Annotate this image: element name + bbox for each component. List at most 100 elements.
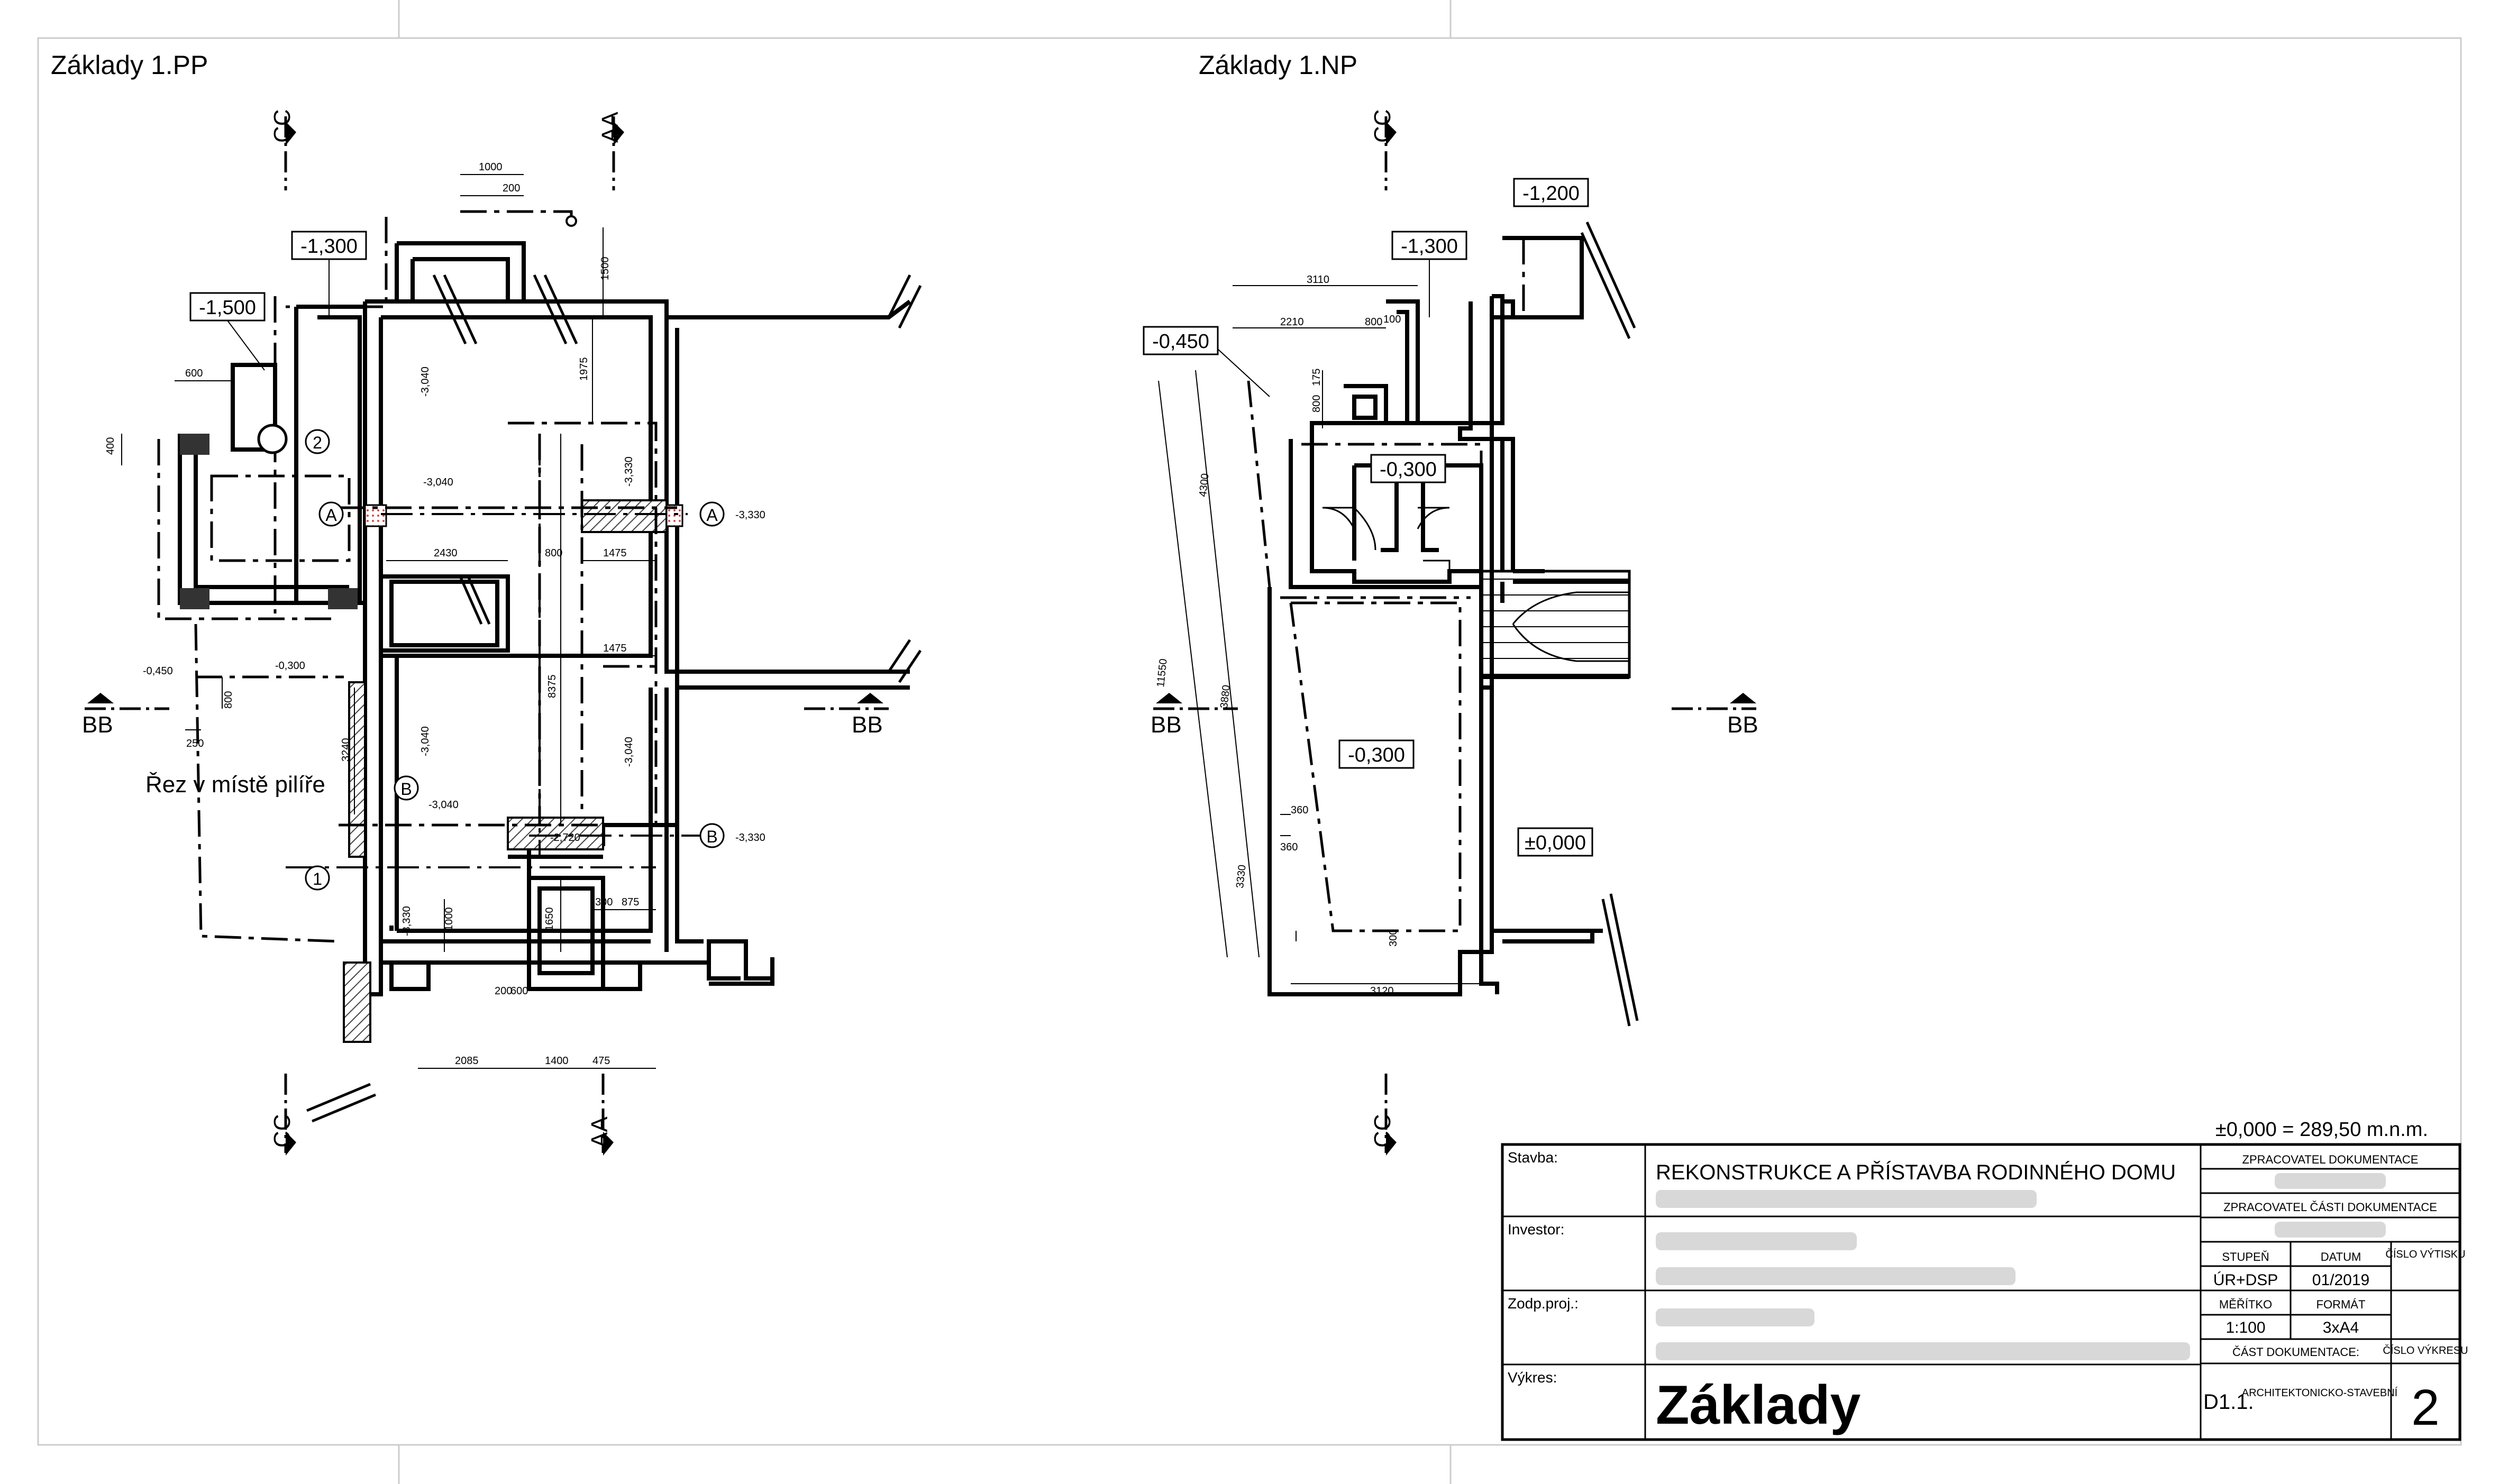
svg-text:300: 300 [595, 896, 613, 908]
axis-bubble-2: 2 [305, 429, 330, 454]
break-lines-right [1580, 221, 1639, 1027]
cislo-vykresu-label: ČÍSLO VÝKRESU [2383, 1344, 2468, 1357]
redacted-firm-part [2275, 1222, 2386, 1238]
redacted-address [1656, 1190, 2037, 1208]
svg-text:BB: BB [1151, 712, 1182, 738]
stupen-value: ÚR+DSP [2213, 1271, 2278, 1289]
plan-left-walls [178, 241, 911, 996]
section-mark-cc-bottom-right: CC [1370, 1074, 1397, 1156]
svg-text:CC: CC [1370, 109, 1396, 143]
pipe-circle [257, 424, 288, 454]
svg-text:CC: CC [269, 1114, 295, 1148]
svg-text:1400: 1400 [545, 1055, 569, 1067]
stavba-value: REKONSTRUKCE A PŘÍSTAVBA RODINNÉHO DOMU [1656, 1160, 2176, 1184]
svg-text:-3,040: -3,040 [623, 737, 635, 767]
section-mark-aa-top: AA [597, 112, 624, 190]
column-block [180, 588, 209, 609]
section-mark-cc-top-right: CC [1370, 109, 1397, 190]
level-label: -0,300 [1338, 739, 1415, 769]
svg-text:2: 2 [313, 433, 322, 452]
axis-bubble-b-left: B [394, 775, 419, 801]
cislo-vykresu-value: 2 [2411, 1379, 2439, 1436]
red-zone [364, 504, 387, 527]
svg-text:CC: CC [269, 109, 295, 143]
redacted-investor [1656, 1232, 1857, 1250]
svg-text:800: 800 [1311, 395, 1323, 413]
svg-text:3880: 3880 [1218, 684, 1233, 709]
level-label: -1,300 [291, 231, 367, 317]
dimension-lines-right [1158, 285, 1481, 984]
svg-text:-1,500: -1,500 [199, 297, 256, 319]
svg-text:1000: 1000 [443, 908, 455, 931]
svg-text:3110: 3110 [1307, 274, 1329, 286]
hatched-column [343, 961, 371, 1043]
svg-text:±0,000: ±0,000 [1525, 832, 1586, 854]
svg-text:CC: CC [1370, 1114, 1396, 1148]
svg-text:875: 875 [622, 896, 639, 908]
axis-lines [286, 434, 709, 868]
svg-text:600: 600 [510, 985, 528, 997]
staircase-curve [1512, 591, 1629, 662]
svg-text:3120: 3120 [1370, 985, 1394, 997]
section-mark-bb-left: BB [82, 693, 169, 738]
vykres-value: Základy [1656, 1375, 1860, 1436]
reference-level: ±0,000 = 289,50 m.n.m. [2215, 1119, 2428, 1141]
hatched-beam [581, 499, 668, 533]
investor-label: Investor: [1508, 1221, 1564, 1238]
svg-text:800: 800 [223, 691, 234, 709]
svg-text:-0,300: -0,300 [1380, 459, 1437, 481]
zpracovatel-casti: ZPRACOVATEL ČÁSTI DOKUMENTACE [2223, 1201, 2437, 1214]
svg-text:8375: 8375 [546, 675, 558, 699]
svg-text:-0,300: -0,300 [275, 660, 305, 672]
title-block: Stavba: REKONSTRUKCE A PŘÍSTAVBA RODINNÉ… [1501, 1143, 2468, 1441]
svg-text:1475: 1475 [603, 547, 627, 559]
svg-text:200: 200 [503, 182, 520, 194]
door-symbols [1322, 507, 1451, 582]
svg-text:-3,040: -3,040 [423, 477, 453, 488]
svg-text:-3,330: -3,330 [735, 509, 765, 521]
datum-label: DATUM [2321, 1250, 2361, 1263]
column-block [180, 434, 209, 455]
svg-text:800: 800 [545, 547, 562, 559]
hatched-beam [507, 817, 604, 850]
dimension-lines [121, 174, 656, 1069]
redacted-investor-address [1656, 1267, 2015, 1285]
svg-text:-3,040: -3,040 [419, 367, 431, 397]
level-label: -1,200 [1513, 178, 1589, 207]
svg-text:-0,300: -0,300 [1348, 744, 1405, 766]
svg-text:A: A [325, 506, 337, 525]
svg-text:-3,040: -3,040 [419, 726, 431, 756]
level-label: -0,450 [1143, 326, 1270, 397]
svg-text:175: 175 [1311, 369, 1323, 386]
svg-text:-0,450: -0,450 [143, 665, 173, 677]
svg-text:1000: 1000 [479, 161, 503, 173]
break-lines [306, 274, 922, 1123]
axis-bubble-b-right: B [699, 823, 725, 848]
svg-text:-1,300: -1,300 [300, 235, 358, 258]
section-mark-bb-right: BB [804, 693, 889, 738]
svg-text:200: 200 [495, 985, 512, 997]
section-mark-bb-left-right: BB [1151, 693, 1238, 738]
svg-text:AA: AA [597, 112, 623, 143]
redacted-firm [2275, 1173, 2386, 1189]
plan-left: Základy 1.PP [51, 50, 922, 1156]
foundation-outline-right [1247, 238, 1525, 932]
level-label: -1,300 [1391, 231, 1467, 317]
level-label: -1,500 [189, 292, 266, 371]
section-mark-cc-top: CC [269, 109, 296, 190]
svg-text:A: A [706, 506, 718, 525]
stavba-label: Stavba: [1508, 1149, 1558, 1166]
svg-text:250: 250 [186, 738, 204, 749]
zodp-label: Zodp.proj.: [1508, 1295, 1579, 1312]
svg-text:475: 475 [592, 1055, 610, 1067]
svg-text:-3,040: -3,040 [428, 799, 459, 811]
staircase [1480, 570, 1631, 679]
plan-left-title: Základy 1.PP [51, 50, 208, 80]
svg-text:2210: 2210 [1280, 316, 1304, 328]
svg-text:BB: BB [1727, 712, 1758, 738]
svg-text:-0,450: -0,450 [1152, 331, 1209, 353]
svg-text:3240: 3240 [340, 738, 352, 762]
svg-text:1: 1 [313, 869, 322, 888]
svg-text:-3,330: -3,330 [623, 456, 635, 487]
section-mark-aa-bottom: AA [587, 1074, 614, 1156]
